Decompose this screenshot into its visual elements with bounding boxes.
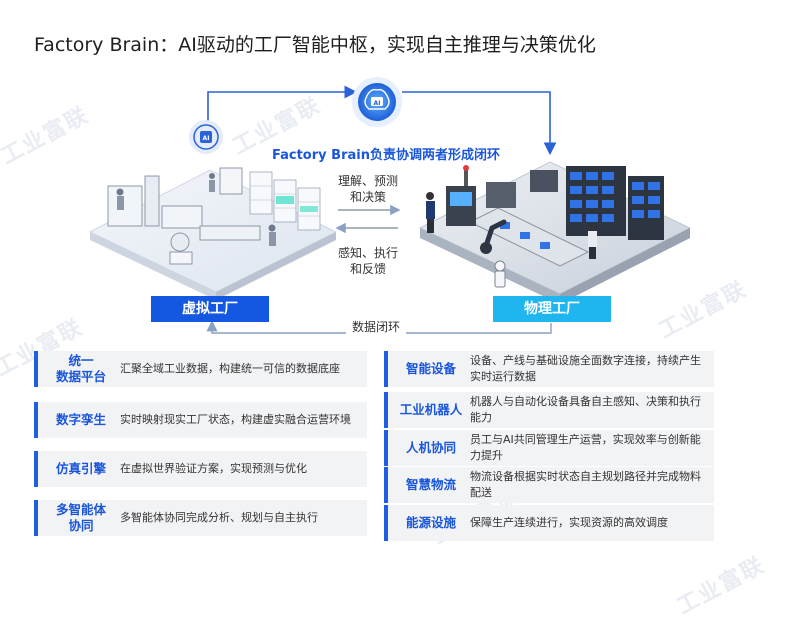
right-feature-card: 人机协同员工与AI共同管理生产运营，实现效率与创新能力提升 bbox=[384, 430, 714, 466]
card-title-line: 多智能体 bbox=[55, 502, 106, 517]
ai-chip-icon-label: AI bbox=[203, 135, 210, 142]
card-description-line: 能力 bbox=[470, 411, 492, 424]
page-title: Factory Brain：AI驱动的工厂智能中枢，实现自主推理与决策优化 bbox=[34, 34, 596, 56]
card-accent-bar bbox=[384, 392, 388, 428]
card-title: 工业机器人 bbox=[384, 402, 470, 418]
card-description-line: 在虚拟世界验证方案，实现预测与优化 bbox=[120, 462, 307, 475]
card-description-line: 实时映射现实工厂状态，构建虚实融合运营环境 bbox=[120, 413, 351, 426]
card-description-line: 力提升 bbox=[470, 449, 503, 462]
card-description: 保障生产连续进行，实现资源的高效调度 bbox=[470, 515, 678, 531]
card-description: 汇聚全域工业数据，构建统一可信的数据底座 bbox=[120, 361, 350, 377]
card-title-line: 数据平台 bbox=[55, 369, 106, 384]
card-description-line: 多智能体协同完成分析、规划与自主执行 bbox=[120, 511, 318, 524]
card-title-line: 智能设备 bbox=[405, 361, 456, 376]
card-title-line: 统一 bbox=[68, 353, 94, 368]
card-title-line: 智慧物流 bbox=[405, 477, 456, 492]
brain-icon-label: AI bbox=[374, 100, 381, 107]
card-title: 仿真引擎 bbox=[34, 461, 120, 477]
physical-factory-scene bbox=[418, 161, 692, 304]
brain-icon bbox=[352, 77, 402, 127]
card-title: 智能设备 bbox=[384, 361, 470, 377]
card-accent-bar bbox=[384, 351, 388, 387]
card-accent-bar bbox=[34, 402, 38, 438]
card-title: 智慧物流 bbox=[384, 477, 470, 493]
card-title: 人机协同 bbox=[384, 440, 470, 456]
card-title-line: 协同 bbox=[68, 518, 94, 533]
card-description-line: 员工与AI共同管理生产运营，实现效率与创新能 bbox=[470, 433, 701, 446]
card-accent-bar bbox=[34, 351, 38, 387]
arrow-label-bottom-1: 感知、执行 bbox=[338, 246, 399, 260]
physical-factory-tag: 物理工厂 bbox=[493, 296, 611, 322]
right-feature-card: 智能设备设备、产线与基础设施全面数字连接，持续产生实时运行数据 bbox=[384, 351, 714, 387]
card-description-line: 保障生产连续进行，实现资源的高效调度 bbox=[470, 516, 668, 529]
arrow-label-bottom-2: 和反馈 bbox=[349, 262, 386, 276]
left-feature-card: 统一数据平台汇聚全域工业数据，构建统一可信的数据底座 bbox=[34, 351, 367, 387]
card-accent-bar bbox=[384, 505, 388, 541]
factory-illustration: AI AI bbox=[88, 77, 692, 334]
card-accent-bar bbox=[34, 500, 38, 536]
virtual-factory-scene bbox=[88, 167, 338, 300]
card-description: 在虚拟世界验证方案，实现预测与优化 bbox=[120, 461, 317, 477]
card-title-line: 能源设施 bbox=[405, 515, 456, 530]
virtual-factory-tag: 虚拟工厂 bbox=[151, 296, 269, 322]
card-accent-bar bbox=[384, 467, 388, 503]
card-title-line: 人机协同 bbox=[405, 440, 456, 455]
card-description: 员工与AI共同管理生产运营，实现效率与创新能力提升 bbox=[470, 432, 711, 464]
card-description-line: 配送 bbox=[470, 486, 492, 499]
card-description-line: 物流设备根据实时状态自主规划路径并完成物料 bbox=[470, 470, 701, 483]
card-description: 多智能体协同完成分析、规划与自主执行 bbox=[120, 510, 328, 526]
right-feature-card: 工业机器人机器人与自动化设备具备自主感知、决策和执行能力 bbox=[384, 392, 714, 428]
arrow-label-top-2: 和决策 bbox=[349, 190, 386, 204]
card-title-line: 工业机器人 bbox=[399, 402, 463, 417]
card-description: 物流设备根据实时状态自主规划路径并完成物料配送 bbox=[470, 469, 711, 501]
card-title-line: 数字孪生 bbox=[55, 412, 106, 427]
card-title: 能源设施 bbox=[384, 515, 470, 531]
arrow-label-top-1: 理解、预测 bbox=[338, 174, 399, 188]
card-title: 数字孪生 bbox=[34, 412, 120, 428]
ai-chip-icon bbox=[189, 120, 223, 154]
card-accent-bar bbox=[34, 451, 38, 487]
card-description-line: 机器人与自动化设备具备自主感知、决策和执行 bbox=[470, 395, 701, 408]
left-feature-card: 仿真引擎 在虚拟世界验证方案，实现预测与优化 bbox=[34, 451, 367, 487]
card-description: 机器人与自动化设备具备自主感知、决策和执行能力 bbox=[470, 394, 711, 426]
card-title: 多智能体协同 bbox=[34, 502, 120, 534]
center-label: Factory Brain负责协调两者形成闭环 bbox=[272, 148, 500, 163]
card-description: 实时映射现实工厂状态，构建虚实融合运营环境 bbox=[120, 412, 361, 428]
card-description-line: 实时运行数据 bbox=[470, 370, 536, 383]
right-feature-card: 能源设施 保障生产连续进行，实现资源的高效调度 bbox=[384, 505, 714, 541]
left-feature-card: 数字孪生 实时映射现实工厂状态，构建虚实融合运营环境 bbox=[34, 402, 367, 438]
card-title: 统一数据平台 bbox=[34, 353, 120, 385]
data-loop-label: 数据闭环 bbox=[346, 318, 406, 335]
right-feature-card: 智慧物流物流设备根据实时状态自主规划路径并完成物料配送 bbox=[384, 467, 714, 503]
card-description-line: 汇聚全域工业数据，构建统一可信的数据底座 bbox=[120, 362, 340, 375]
card-description: 设备、产线与基础设施全面数字连接，持续产生实时运行数据 bbox=[470, 353, 711, 385]
card-title-line: 仿真引擎 bbox=[55, 461, 106, 476]
card-description-line: 设备、产线与基础设施全面数字连接，持续产生 bbox=[470, 354, 701, 367]
left-feature-card: 多智能体协同多智能体协同完成分析、规划与自主执行 bbox=[34, 500, 367, 536]
card-accent-bar bbox=[384, 430, 388, 466]
